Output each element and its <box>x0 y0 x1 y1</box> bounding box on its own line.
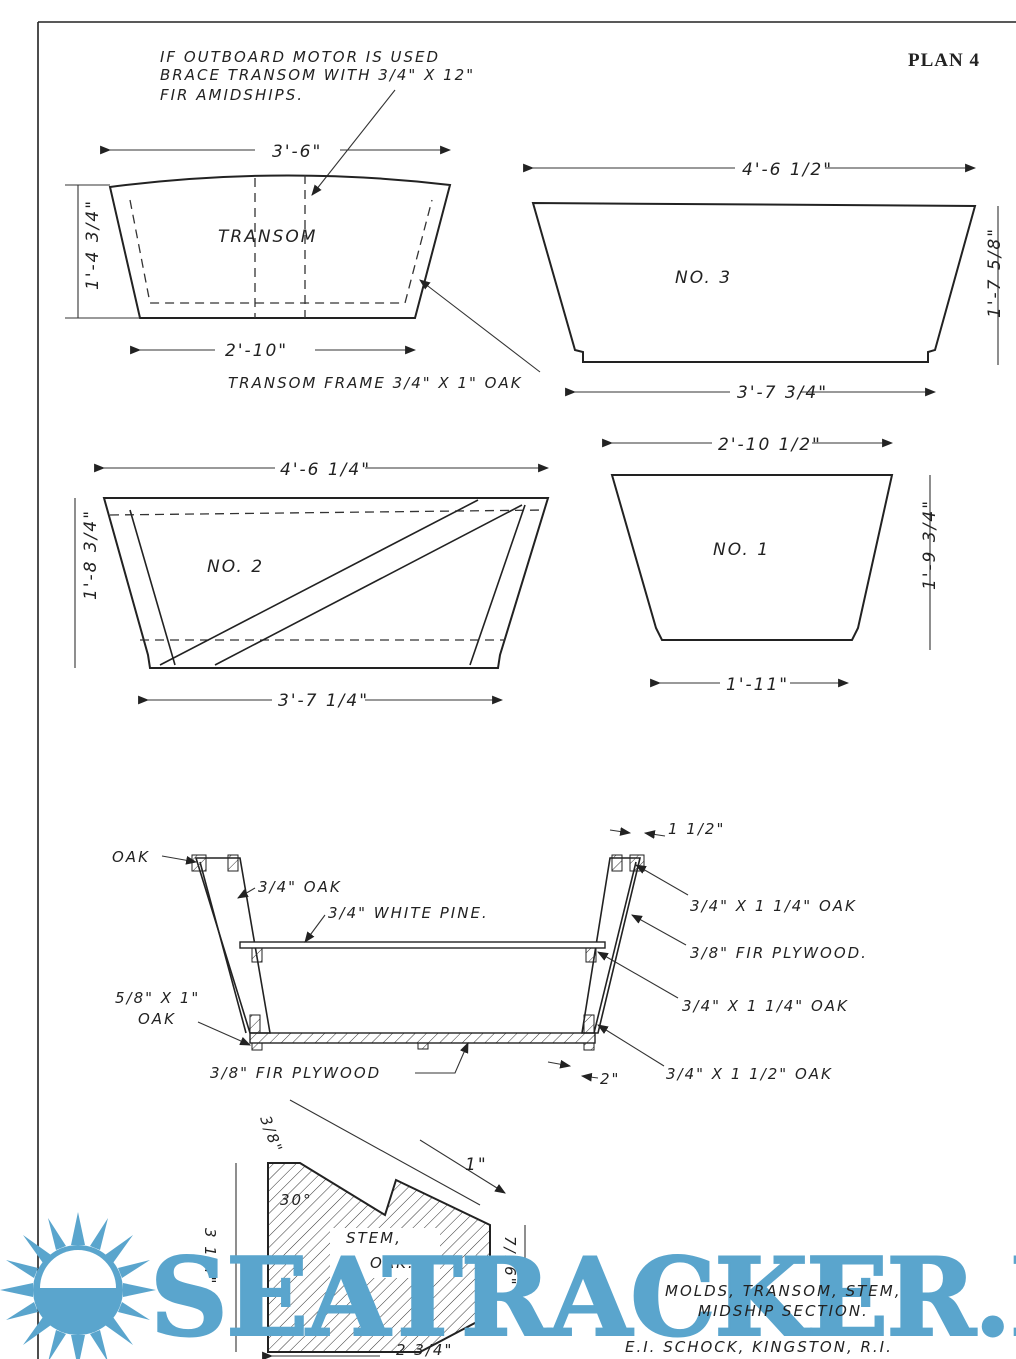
chine-right-label: 3/4" X 1 1/2" OAK <box>666 1065 833 1083</box>
transom-frame-note: TRANSOM FRAME 3/4" X 1" OAK <box>228 374 523 392</box>
mold-1-label: NO. 1 <box>713 540 770 560</box>
sun-logo-icon <box>0 1212 156 1359</box>
mold-3-label: NO. 3 <box>675 268 732 288</box>
plan-number: PLAN 4 <box>908 50 980 71</box>
watermark: SEATRACKER.RU <box>0 1212 1016 1359</box>
outboard-note: IF OUTBOARD MOTOR IS USED BRACE TRANSOM … <box>160 48 475 196</box>
mold-1-top-width: 2'-10 1/2" <box>718 435 822 455</box>
stem-tip-dim: 7/16" <box>501 1236 519 1287</box>
mold-2: NO. 2 4'-6 1/4" 1'-8 3/4" 3'-7 1/4" <box>74 460 550 711</box>
bottom-width-label: 2" <box>600 1070 620 1088</box>
watermark-text: SEATRACKER.RU <box>150 1235 1016 1359</box>
transom-bottom-width: 2'-10" <box>225 341 288 361</box>
mold-3-bottom-width: 3'-7 3/4" <box>737 383 828 403</box>
transom-drawing: TRANSOM 3'-6" 1'-4 3/4" 2'-10" TRANSOM F… <box>65 142 541 392</box>
title-line-1: MOLDS, TRANSOM, STEM, <box>665 1282 901 1300</box>
mold-3-height: 1'-7 5/8" <box>985 227 1005 318</box>
mold-3: NO. 3 4'-6 1/2" 1'-7 5/8" 3'-7 3/4" <box>523 160 1005 403</box>
stem-width-dim: 2 3/4" <box>396 1341 453 1359</box>
mold-2-top-width: 4'-6 1/4" <box>280 460 371 480</box>
riser-label: 3/4" X 1 1/4" OAK <box>682 997 849 1015</box>
gunwale-oak-label: OAK <box>112 848 150 866</box>
author-credit: E.I. SCHOCK, KINGSTON, R.I. <box>625 1338 893 1356</box>
midship-section: OAK 3/4" OAK 3/4" WHITE PINE. 5/8" X 1" … <box>112 820 868 1088</box>
transom-top-width: 3'-6" <box>272 142 322 162</box>
mold-1-bottom-width: 1'-11" <box>726 675 789 695</box>
stem-angle: 30° <box>280 1191 313 1209</box>
thwart-label: 3/4" WHITE PINE. <box>328 904 489 922</box>
title-block: MOLDS, TRANSOM, STEM, MIDSHIP SECTION. E… <box>625 1282 901 1356</box>
side-oak-label: 3/4" OAK <box>258 878 342 896</box>
bottom-plywood-label: 3/8" FIR PLYWOOD <box>210 1064 381 1082</box>
chine-oak-label: OAK <box>138 1010 176 1028</box>
chine-size-label: 5/8" X 1" <box>115 989 200 1007</box>
mold-1: NO. 1 2'-10 1/2" 1'-9 3/4" 1'-11" <box>602 435 940 695</box>
note-line-2: BRACE TRANSOM WITH 3/4" X 12" <box>160 66 475 84</box>
transom-label: TRANSOM <box>218 227 317 247</box>
gunwale-label: 3/4" X 1 1/4" OAK <box>690 897 857 915</box>
stem-face-dim: 1" <box>465 1155 488 1175</box>
mold-2-bottom-width: 3'-7 1/4" <box>278 691 369 711</box>
stem-height-dim: 3 1/4" <box>201 1228 219 1285</box>
title-line-2: MIDSHIP SECTION. <box>698 1302 869 1320</box>
mold-2-height: 1'-8 3/4" <box>81 509 101 600</box>
mold-2-label: NO. 2 <box>207 557 264 577</box>
stem-label: STEM, <box>346 1229 402 1247</box>
stem-rabbet-dim: 3/8" <box>256 1113 286 1156</box>
mold-1-height: 1'-9 3/4" <box>920 499 940 590</box>
side-plywood-label: 3/8" FIR PLYWOOD. <box>690 944 868 962</box>
note-line-1: IF OUTBOARD MOTOR IS USED <box>160 48 440 66</box>
mold-3-top-width: 4'-6 1/2" <box>742 160 833 180</box>
stem-oak-label: OAK. <box>370 1254 415 1272</box>
transom-height: 1'-4 3/4" <box>83 199 103 290</box>
sheet-border <box>37 21 1016 1359</box>
gunwale-width-label: 1 1/2" <box>668 820 725 838</box>
note-line-3: FIR AMIDSHIPS. <box>160 86 304 104</box>
